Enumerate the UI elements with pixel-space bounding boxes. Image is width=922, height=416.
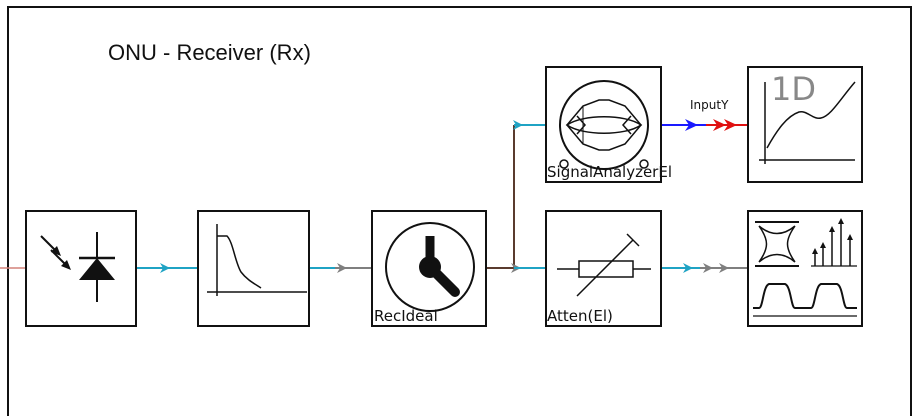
arrow-atten-out — [683, 263, 693, 273]
arrow-analyzer-out — [685, 119, 698, 131]
graph-1d-block[interactable]: 1D — [747, 66, 863, 183]
signal-analyzer-label: SignalAnalyzerEl — [547, 163, 672, 181]
arrow-spectrum-in-2 — [719, 263, 729, 273]
arrow-spectrum-in-1 — [703, 263, 713, 273]
graph-1d-text: 1D — [771, 70, 816, 108]
variable-resistor-icon — [557, 233, 651, 297]
input-y-port-label: InputY — [690, 98, 729, 112]
line-graph-icon — [759, 81, 856, 164]
lowpass-filter-block[interactable] — [197, 210, 310, 327]
diagram-title: ONU - Receiver (Rx) — [108, 40, 311, 65]
lowpass-filter-icon — [207, 224, 307, 296]
signal-analyzer-block[interactable]: SignalAnalyzerEl — [545, 66, 672, 183]
receiver-ideal-label: RecIdeal — [374, 307, 438, 325]
arrow-filter-receiver — [337, 263, 347, 273]
arrow-photodiode-filter — [160, 263, 170, 273]
arrow-graph-in-2 — [724, 119, 737, 131]
dial-icon — [385, 222, 475, 312]
arrow-graph-in-1 — [713, 119, 726, 131]
receiver-ideal-block[interactable]: RecIdeal — [371, 210, 487, 327]
spectrum-icon — [753, 218, 857, 317]
attenuator-block[interactable]: Atten(El) — [545, 210, 662, 327]
photodiode-icon — [40, 232, 115, 302]
spectrum-analyzer-block[interactable] — [747, 210, 863, 327]
eye-diagram-icon — [559, 80, 649, 170]
attenuator-label: Atten(El) — [547, 307, 613, 325]
subsystem-frame — [7, 6, 912, 416]
arrow-branch-analyzer — [513, 120, 523, 130]
photodiode-block[interactable] — [25, 210, 137, 327]
